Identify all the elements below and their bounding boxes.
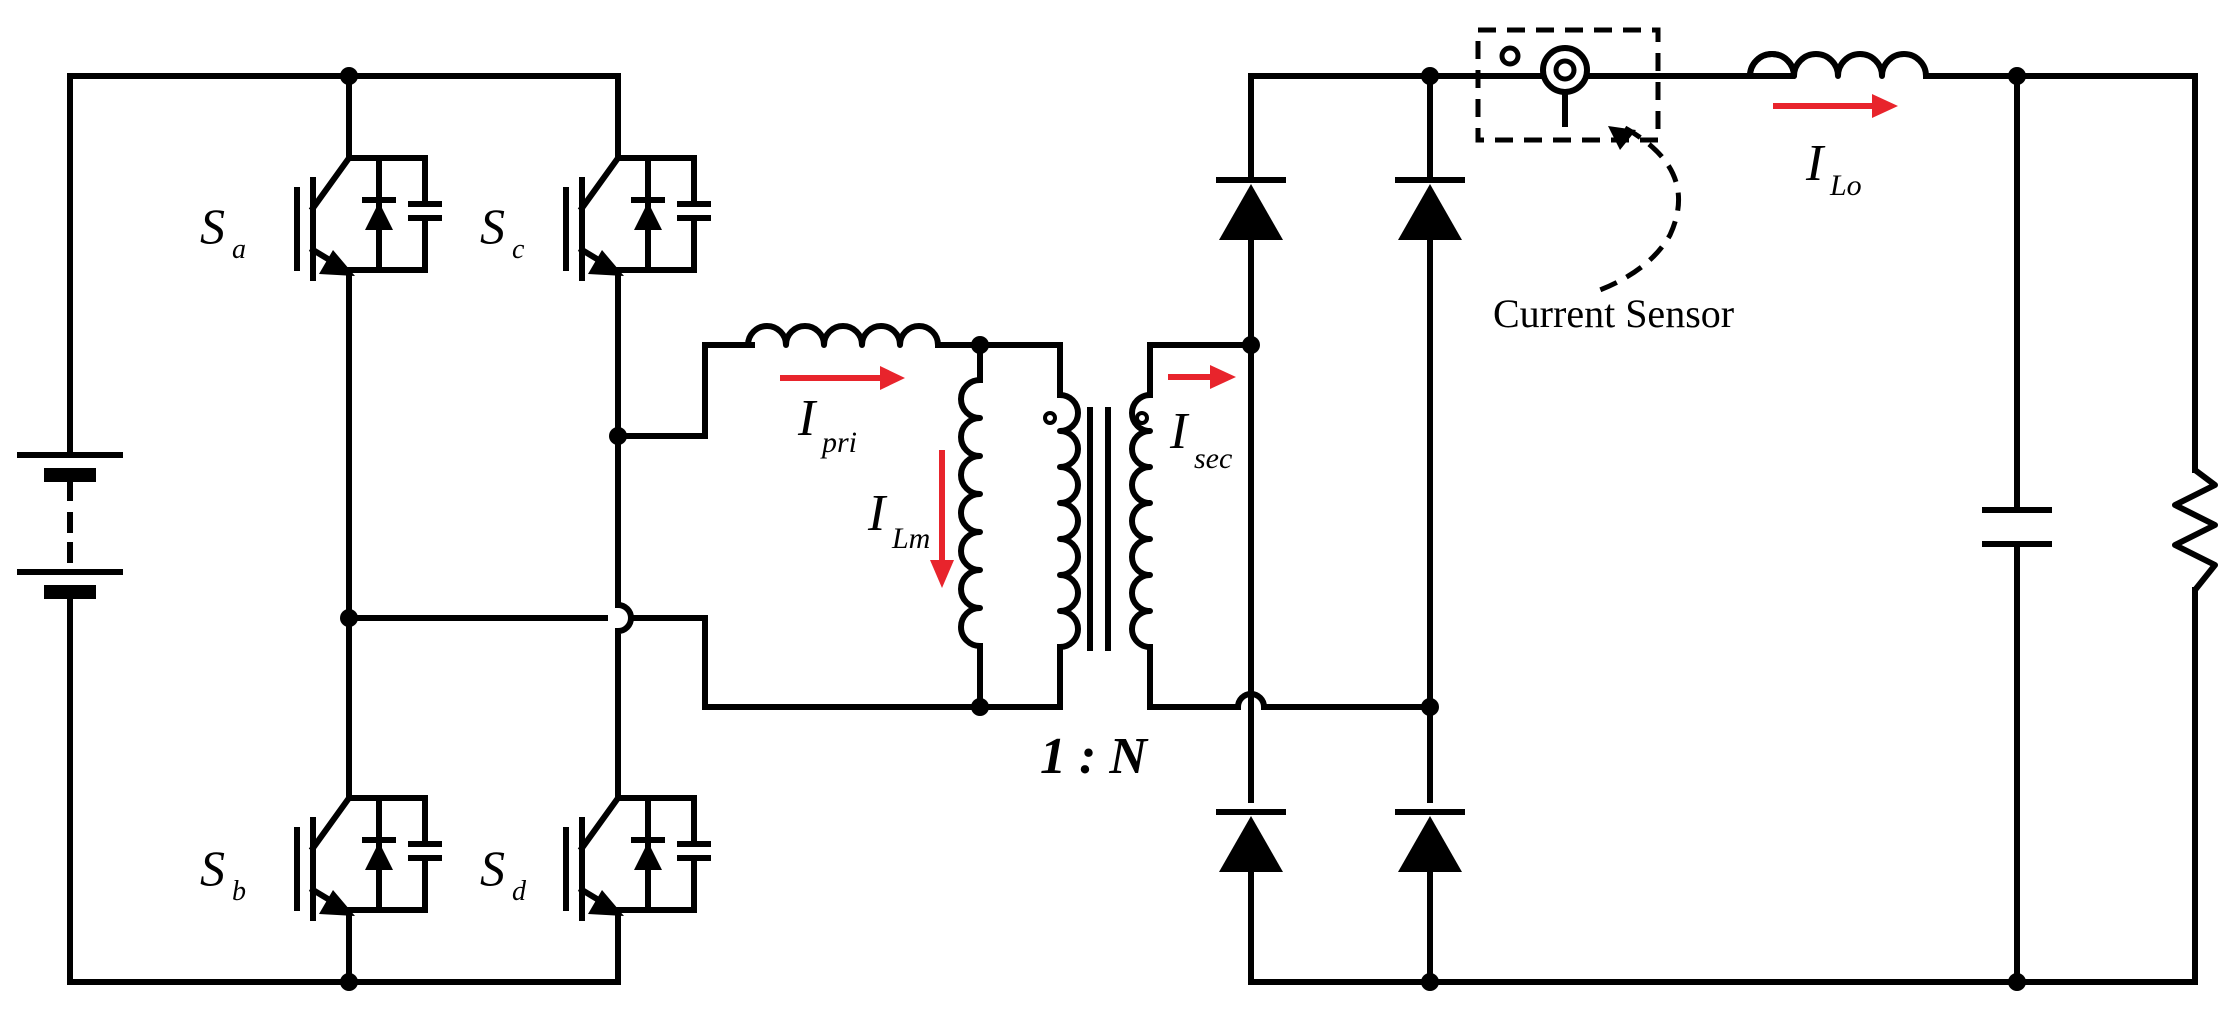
switch-sd-subscript: d bbox=[512, 876, 527, 907]
switch-sd bbox=[563, 787, 711, 921]
current-pri-subscript: pri bbox=[820, 426, 857, 459]
turns-ratio: 1 : N bbox=[1040, 728, 1149, 785]
labels: S a S c S b S d I pri I Lm I sec I Lo 1 … bbox=[200, 135, 1862, 907]
current-lm-label: I bbox=[867, 485, 888, 542]
junction-node bbox=[609, 427, 627, 445]
switch-sb bbox=[294, 787, 442, 921]
junction-node bbox=[2008, 67, 2026, 85]
output-capacitor bbox=[1982, 507, 2052, 547]
current-sec-label: I bbox=[1169, 403, 1190, 460]
switch-sc-subscript: c bbox=[512, 234, 525, 265]
secondary-side bbox=[1129, 336, 1439, 716]
switch-sb-label: S bbox=[200, 840, 225, 896]
switch-sd-label: S bbox=[480, 840, 505, 896]
generated-parts bbox=[340, 51, 2218, 991]
current-arrow-lo bbox=[1773, 94, 1898, 118]
load-resistor bbox=[2172, 467, 2218, 593]
current-arrow-sec bbox=[1168, 365, 1236, 389]
current-lo-label: I bbox=[1805, 135, 1826, 192]
junction-node bbox=[340, 973, 358, 991]
primary-side bbox=[702, 323, 1081, 716]
igbt-group bbox=[294, 147, 711, 921]
output-inductor bbox=[1747, 51, 1929, 79]
output-rail bbox=[1923, 73, 2198, 473]
rectifier bbox=[1216, 67, 2198, 991]
current-lm-subscript: Lm bbox=[891, 522, 930, 555]
junction-node bbox=[340, 609, 358, 627]
switch-sc bbox=[563, 147, 711, 281]
switch-sa-label: S bbox=[200, 198, 225, 254]
switch-sb-subscript: b bbox=[232, 876, 246, 907]
current-sensor bbox=[1475, 27, 1681, 293]
current-sec-subscript: sec bbox=[1194, 442, 1232, 475]
current-arrow-pri bbox=[780, 366, 905, 390]
current-arrow-lm bbox=[930, 450, 954, 588]
h-bridge bbox=[346, 73, 983, 985]
switch-sa-subscript: a bbox=[232, 234, 246, 265]
transformer-core bbox=[1087, 407, 1111, 651]
switch-sa bbox=[294, 147, 442, 281]
dc-source bbox=[17, 73, 621, 985]
switch-sc-label: S bbox=[480, 198, 505, 254]
current-lo-subscript: Lo bbox=[1829, 169, 1862, 202]
sensor-label: Current Sensor bbox=[1493, 291, 1734, 336]
junction-node bbox=[2008, 973, 2026, 991]
current-pri-label: I bbox=[797, 390, 818, 447]
junction-node bbox=[340, 67, 358, 85]
